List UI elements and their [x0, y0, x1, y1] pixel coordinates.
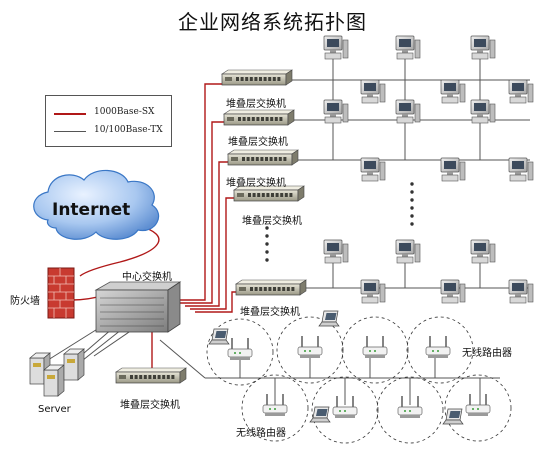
workstation-icon — [395, 99, 421, 124]
workstation-icon — [508, 279, 534, 304]
wireless-router-icon — [465, 394, 491, 416]
workstation-icon — [360, 79, 386, 104]
workstations — [323, 35, 534, 304]
wireless-router-icon — [425, 336, 451, 358]
firewall-icon — [47, 267, 75, 319]
diagram-title: 企业网络系统拓扑图 — [178, 10, 367, 34]
laptop-icon — [309, 406, 331, 423]
workstation-icon — [470, 239, 496, 264]
legend-label-fiber: 1000Base-SX — [94, 107, 155, 117]
legend-swatch-fiber — [54, 113, 86, 115]
workstation-icon — [508, 157, 534, 182]
stack-switch-icon — [221, 69, 293, 86]
server-label: Server — [38, 404, 71, 415]
wireless-coverage — [206, 316, 512, 444]
legend-label-copper: 10/100Base-TX — [94, 125, 163, 135]
core-switch-icon — [94, 281, 182, 333]
stack-switch-label: 堆叠层交换机 — [226, 178, 286, 189]
wireless-router-icon — [332, 396, 358, 418]
workstation-icon — [323, 239, 349, 264]
internet-label: Internet — [52, 200, 131, 220]
stack-switch-label: 堆叠层交换机 — [228, 137, 288, 148]
stack-switch-icon — [235, 279, 307, 296]
workstation-icon — [440, 157, 466, 182]
internet-cloud — [33, 169, 160, 240]
continuation-dots — [265, 182, 414, 262]
workstation-icon — [395, 35, 421, 60]
stack-switch-label: 堆叠层交换机 — [226, 99, 286, 110]
workstation-icon — [470, 99, 496, 124]
stack-switch-icon — [227, 149, 299, 166]
wireless-router-icon — [362, 336, 388, 358]
stack-switch-label: 堆叠层交换机 — [120, 400, 180, 411]
laptop-icon — [208, 328, 230, 345]
workstation-icon — [323, 99, 349, 124]
stack-switch-label: 堆叠层交换机 — [240, 307, 300, 318]
wireless-router-icon — [297, 336, 323, 358]
stack-switch-icon — [115, 367, 187, 384]
wireless-router-icon — [227, 338, 253, 360]
legend-swatch-copper — [54, 131, 86, 132]
wireless-router-label: 无线路由器 — [462, 348, 512, 359]
wireless-routers — [227, 336, 491, 418]
stack-switch-label: 堆叠层交换机 — [242, 216, 302, 227]
stack-switch-icon — [223, 109, 295, 126]
workstation-icon — [360, 279, 386, 304]
wireless-router-icon — [262, 394, 288, 416]
server-group-icon — [29, 348, 85, 397]
wireless-router-label: 无线路由器 — [236, 428, 286, 439]
laptop-icon — [318, 310, 340, 327]
workstation-icon — [470, 35, 496, 60]
workstation-icon — [508, 79, 534, 104]
stack-switch-icon — [233, 185, 305, 202]
firewall-label: 防火墙 — [10, 296, 40, 307]
workstation-icon — [360, 157, 386, 182]
stack-switches — [115, 69, 307, 384]
core-switch-label: 中心交换机 — [122, 272, 172, 283]
workstation-icon — [395, 239, 421, 264]
workstation-icon — [440, 79, 466, 104]
legend: 1000Base-SX 10/100Base-TX — [45, 95, 172, 147]
laptops — [208, 310, 464, 425]
wireless-router-icon — [397, 396, 423, 418]
workstation-icon — [440, 279, 466, 304]
workstation-icon — [323, 35, 349, 60]
laptop-icon — [442, 408, 464, 425]
